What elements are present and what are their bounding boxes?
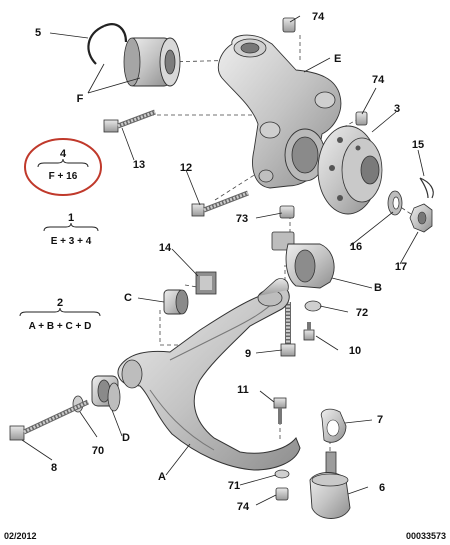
label-71: 71 (228, 480, 240, 492)
label-3: 3 (394, 103, 400, 115)
label-B: B (374, 282, 382, 294)
footer-date: 02/2012 (4, 531, 37, 541)
bolt-10-part (303, 322, 315, 341)
label-15: 15 (412, 139, 424, 151)
label-8: 8 (51, 462, 57, 474)
label-D: D (122, 432, 130, 444)
group-4-number: 4 (60, 148, 67, 160)
label-12: 12 (180, 162, 192, 174)
leader-lines (21, 15, 425, 506)
label-13: 13 (133, 159, 145, 171)
label-7: 7 (377, 414, 383, 426)
group-4-formula: F + 16 (49, 171, 78, 182)
bolt-12-part (191, 190, 249, 217)
wheel-hub-part (317, 125, 383, 215)
bolt-13-part (103, 109, 156, 133)
washer-71-part (274, 469, 290, 479)
label-74-right: 74 (372, 74, 385, 86)
group-2-formula: A + B + C + D (29, 321, 92, 332)
highlight-circle (24, 138, 102, 196)
ball-joint-boot-part (320, 408, 347, 443)
lower-control-arm-part (117, 278, 301, 471)
bolt-8-part (9, 399, 90, 441)
bolt-11-part (273, 397, 287, 424)
label-10: 10 (349, 345, 361, 357)
group-braces (19, 158, 101, 317)
washer-72-part (304, 300, 322, 312)
circlip-part (87, 24, 105, 65)
label-73: 73 (236, 213, 248, 225)
bracket-14-part (195, 271, 217, 295)
castle-nut-part (409, 203, 433, 233)
nut-73-part (279, 205, 295, 219)
nut-74-bottom-part (275, 487, 289, 501)
footer-reference: 00033573 (405, 531, 446, 541)
label-74-bottom: 74 (237, 501, 250, 513)
label-72: 72 (356, 307, 368, 319)
nut-74-top-part (282, 17, 296, 33)
nut-74-right-part (355, 111, 368, 126)
label-F: F (77, 93, 84, 105)
label-70: 70 (92, 445, 104, 457)
bush-d-part (91, 375, 121, 412)
label-C: C (124, 292, 132, 304)
label-9: 9 (245, 348, 251, 360)
label-6: 6 (379, 482, 385, 494)
group-1-formula: E + 3 + 4 (51, 236, 92, 247)
label-74-top: 74 (312, 11, 325, 23)
front-bush-part (163, 289, 189, 315)
wheel-bearing-part (123, 37, 181, 87)
label-A: A (158, 471, 166, 483)
group-1-number: 1 (68, 212, 74, 224)
label-16: 16 (350, 241, 362, 253)
label-14: 14 (159, 242, 172, 254)
group-2-number: 2 (57, 297, 63, 309)
bolt-9-part (280, 302, 296, 357)
label-E: E (334, 53, 341, 65)
label-17: 17 (395, 261, 407, 273)
label-11: 11 (237, 384, 249, 396)
split-pin-part (419, 177, 434, 199)
rear-bush-part (271, 231, 335, 289)
washer-16-part (387, 190, 403, 216)
ball-joint-part (309, 451, 351, 519)
label-5: 5 (35, 27, 41, 39)
steering-knuckle-part (218, 34, 342, 189)
